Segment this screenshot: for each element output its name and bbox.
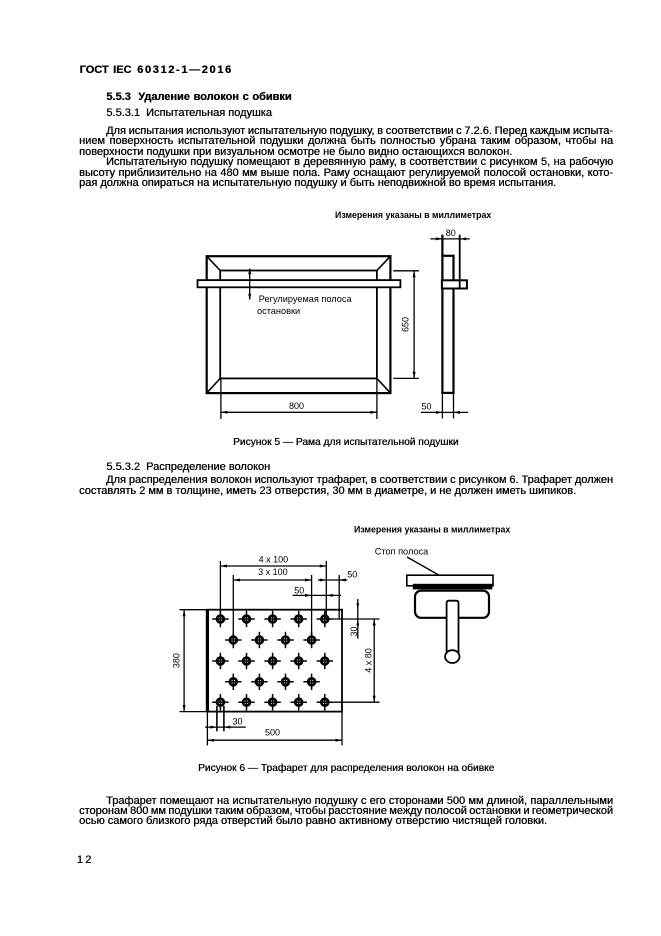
svg-text:Измерения указаны в миллиметра: Измерения указаны в миллиметрах	[354, 524, 510, 534]
svg-text:остановки: остановки	[257, 306, 300, 316]
svg-text:30: 30	[233, 716, 243, 726]
svg-text:Измерения указаны в миллиметра: Измерения указаны в миллиметрах	[335, 210, 491, 220]
svg-text:3 x 100: 3 x 100	[258, 567, 288, 577]
svg-text:4 x 100: 4 x 100	[259, 555, 289, 565]
svg-text:50: 50	[421, 401, 431, 411]
svg-text:500: 500	[265, 727, 280, 737]
svg-text:800: 800	[289, 401, 304, 411]
svg-text:Регулируемая полоса: Регулируемая полоса	[259, 294, 353, 304]
svg-text:Стоп полоса: Стоп полоса	[375, 546, 429, 556]
svg-text:50: 50	[294, 585, 304, 595]
svg-text:30: 30	[349, 626, 359, 636]
svg-text:50: 50	[347, 570, 357, 580]
svg-text:4 x 80: 4 x 80	[363, 648, 373, 673]
svg-text:650: 650	[401, 317, 411, 332]
svg-text:380: 380	[172, 653, 182, 668]
svg-text:80: 80	[446, 228, 456, 238]
